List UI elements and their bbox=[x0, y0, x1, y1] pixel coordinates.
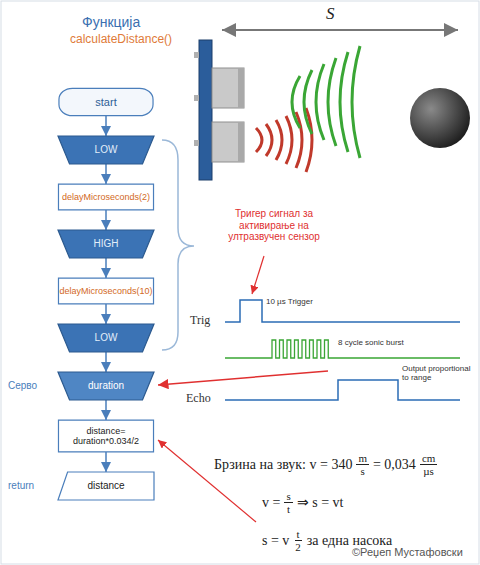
formula: v =st⇒ s = vt bbox=[262, 490, 343, 515]
fraction: st bbox=[284, 490, 292, 515]
operation-box: LOW bbox=[58, 136, 154, 164]
denominator: s bbox=[359, 465, 367, 477]
dimension-label: S bbox=[326, 4, 335, 24]
node-label: distance= duration*0.034/2 bbox=[64, 426, 148, 447]
operation-box: duration bbox=[58, 372, 154, 400]
signal-name: Trig bbox=[190, 314, 210, 328]
operation-box: HIGH bbox=[58, 230, 154, 258]
flow-arrow bbox=[105, 164, 107, 184]
signal-note: 10 µs Trigger bbox=[266, 297, 313, 306]
process-box: distance= duration*0.034/2 bbox=[58, 420, 154, 452]
formula-text: v = bbox=[262, 495, 280, 511]
numerator: t bbox=[295, 528, 302, 541]
flow-arrow bbox=[105, 258, 107, 278]
formula-text: = 0,034 bbox=[373, 457, 416, 473]
numerator: s bbox=[284, 490, 292, 503]
node-label: duration bbox=[88, 380, 124, 392]
distance-arrow bbox=[222, 29, 458, 31]
flow-arrow bbox=[105, 352, 107, 372]
node-label: HIGH bbox=[94, 238, 119, 250]
echo-signal bbox=[225, 380, 460, 400]
transducer bbox=[212, 68, 244, 108]
fraction: cmµs bbox=[420, 452, 437, 477]
signal-note: Output proportional to range bbox=[402, 364, 474, 382]
watermark: ©Реџеп Мустафовски bbox=[352, 546, 463, 559]
transducer bbox=[212, 122, 244, 162]
formula-text: за една насока bbox=[307, 533, 392, 549]
leader-arrow bbox=[158, 440, 256, 522]
node-label: delayMicroseconds(10) bbox=[59, 286, 152, 296]
leader-arrow bbox=[158, 371, 328, 385]
side-note: return bbox=[8, 480, 34, 492]
numerator: m bbox=[356, 452, 369, 465]
node-label: LOW bbox=[95, 144, 118, 156]
flow-arrow bbox=[105, 210, 107, 230]
callout-note: Тригер сигнал за активирање на ултразвуч… bbox=[228, 208, 320, 243]
node-label: distance bbox=[87, 480, 124, 492]
side-note: Серво bbox=[8, 380, 37, 392]
formula-text: s = v bbox=[262, 533, 289, 549]
fraction: t2 bbox=[293, 528, 303, 553]
denominator: µs bbox=[421, 465, 436, 477]
flow-arrow bbox=[105, 452, 107, 472]
title: Функција bbox=[82, 14, 140, 30]
trig-signal bbox=[225, 300, 460, 322]
obstacle bbox=[410, 88, 470, 148]
signal-name: Echo bbox=[186, 392, 211, 406]
numerator: cm bbox=[420, 452, 437, 465]
sound-waves bbox=[256, 46, 360, 172]
flow-arrow bbox=[105, 400, 107, 420]
formula: s = vt2за една насока bbox=[262, 528, 392, 553]
brace bbox=[162, 140, 194, 350]
formula-text: Брзина на звук: v = 340 bbox=[214, 457, 352, 473]
node-label: delayMicroseconds(2) bbox=[62, 192, 150, 202]
node-label: start bbox=[95, 96, 116, 109]
signal-note: 8 cycle sonic burst bbox=[338, 338, 404, 347]
formula-text: ⇒ s = vt bbox=[297, 494, 344, 511]
leader-arrow bbox=[252, 256, 264, 294]
operation-box: LOW bbox=[58, 324, 154, 352]
flow-arrow bbox=[105, 116, 107, 136]
sensor-board bbox=[199, 40, 212, 180]
formula: Брзина на звук: v = 340ms= 0,034cmµs bbox=[214, 452, 437, 477]
function-name: calculateDistance() bbox=[70, 33, 172, 47]
flow-arrow bbox=[105, 304, 107, 324]
denominator: t bbox=[285, 503, 292, 515]
process-box: delayMicroseconds(10) bbox=[58, 278, 154, 304]
process-box: delayMicroseconds(2) bbox=[58, 184, 154, 210]
fraction: ms bbox=[356, 452, 369, 477]
node-label: LOW bbox=[95, 332, 118, 344]
output-box: distance bbox=[58, 472, 154, 500]
terminal-box: start bbox=[58, 88, 154, 116]
denominator: 2 bbox=[293, 541, 303, 553]
